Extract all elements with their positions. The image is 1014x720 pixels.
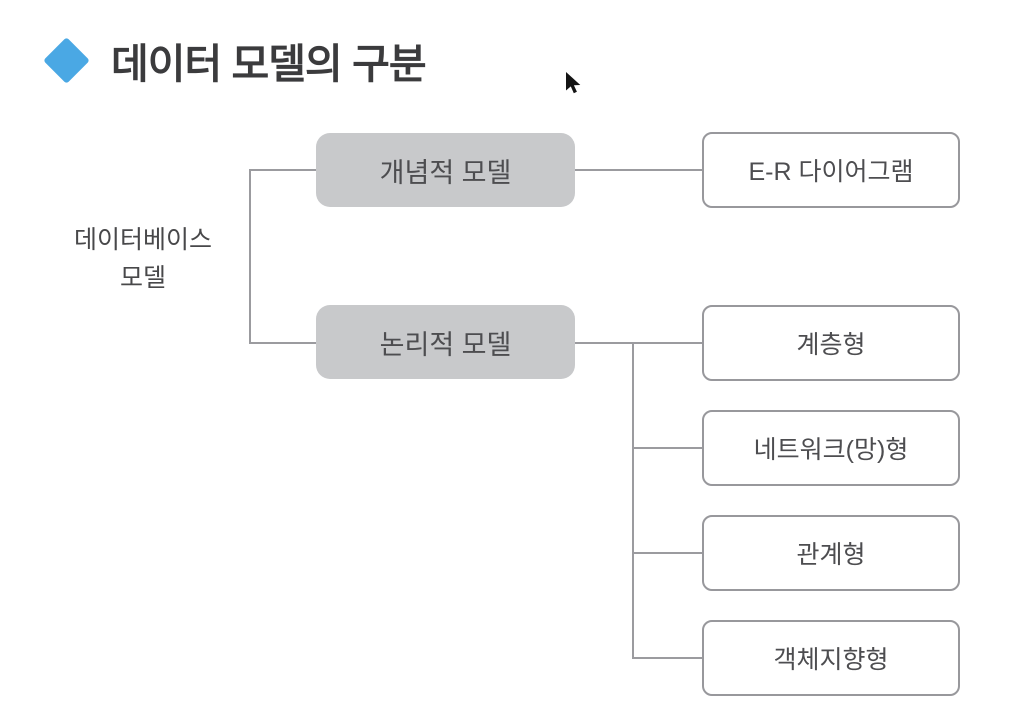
root-node-label-line1: 데이터베이스 bbox=[73, 226, 212, 254]
root-node-label: 데이터베이스 모델 bbox=[53, 221, 233, 297]
node-network: 네트워크(망)형 bbox=[702, 410, 960, 486]
node-er-diagram: E-R 다이어그램 bbox=[702, 132, 960, 208]
connector-line-root-vertical bbox=[249, 169, 251, 344]
node-object-oriented-label: 객체지향형 bbox=[773, 646, 889, 674]
connector-line-branch-to-network bbox=[632, 447, 702, 449]
node-logical-model-label: 논리적 모델 bbox=[379, 329, 512, 360]
mouse-arrow-pointer-icon bbox=[566, 72, 581, 94]
node-er-diagram-label: E-R 다이어그램 bbox=[748, 158, 914, 186]
diamond-bullet-icon bbox=[43, 37, 90, 84]
connector-line-logical-branch-vertical bbox=[632, 342, 634, 659]
root-node-label-line2: 모델 bbox=[119, 264, 166, 292]
node-conceptual-model: 개념적 모델 bbox=[316, 133, 575, 207]
connector-line-branch-to-relational bbox=[632, 552, 702, 554]
node-object-oriented: 객체지향형 bbox=[702, 620, 960, 696]
connector-line-branch-to-objectoriented bbox=[632, 657, 702, 659]
node-relational-label: 관계형 bbox=[796, 541, 866, 569]
node-conceptual-model-label: 개념적 모델 bbox=[379, 157, 512, 188]
node-hierarchical: 계층형 bbox=[702, 305, 960, 381]
connector-line-conceptual-to-er bbox=[575, 169, 702, 171]
page-title: 데이터 모델의 구분 bbox=[111, 41, 427, 87]
connector-line-logical-to-hierarchical bbox=[575, 342, 702, 344]
node-logical-model: 논리적 모델 bbox=[316, 305, 575, 379]
node-hierarchical-label: 계층형 bbox=[796, 331, 866, 359]
node-relational: 관계형 bbox=[702, 515, 960, 591]
connector-line-root-to-conceptual bbox=[249, 169, 316, 171]
connector-line-root-to-logical bbox=[249, 342, 316, 344]
node-network-label: 네트워크(망)형 bbox=[753, 436, 909, 464]
